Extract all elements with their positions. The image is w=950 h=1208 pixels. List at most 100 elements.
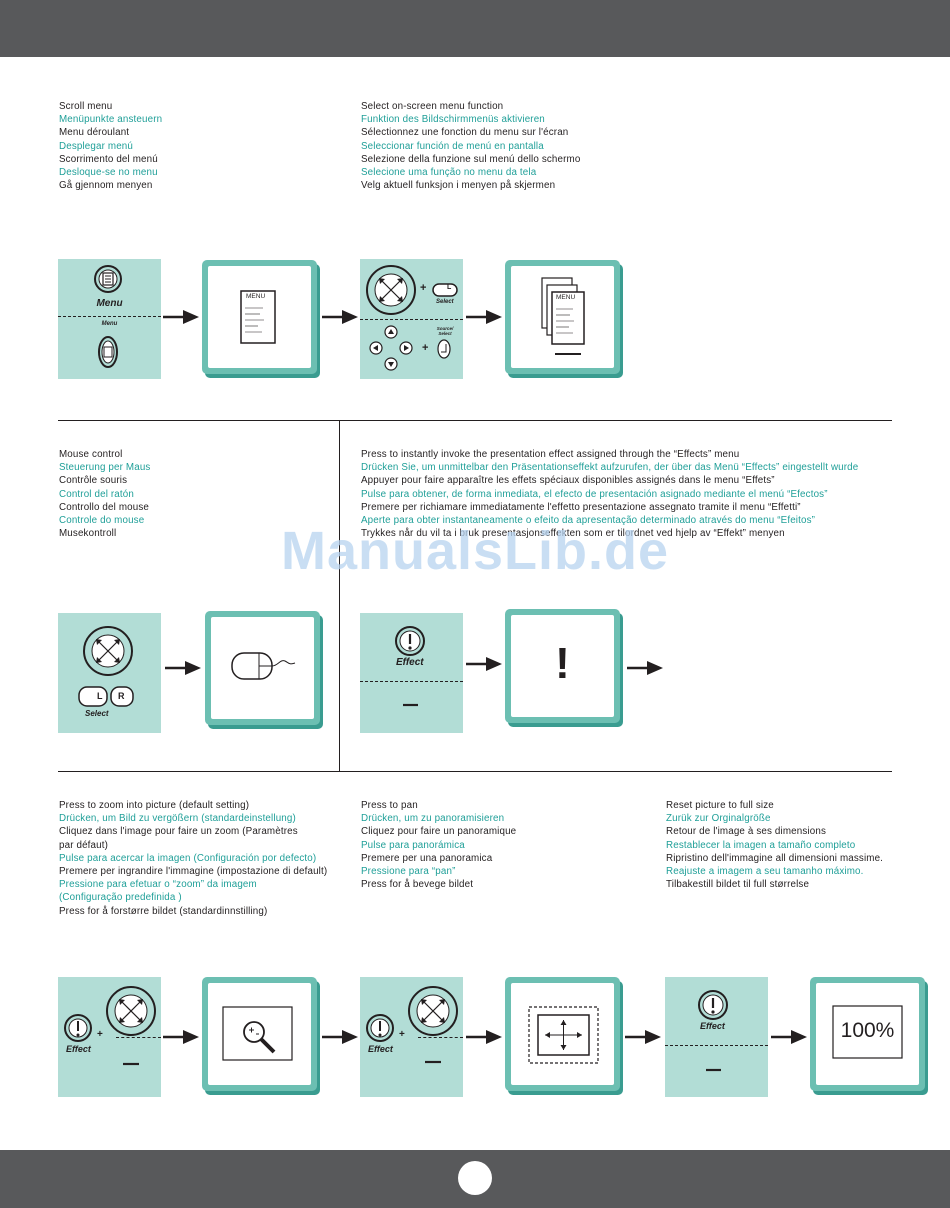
text-line: Controllo del mouse (59, 501, 149, 513)
menu-button-icon (94, 265, 122, 368)
effect-joystick-icon (64, 986, 156, 1066)
text-line: Trykkes når du vil ta i bruk presentasjo… (361, 528, 785, 540)
text-line: Premere per una panoramica (361, 852, 493, 864)
text-line: Sélectionnez une fonction du menu sur l'… (361, 127, 569, 139)
zoom-text: Press to zoom into picture (default sett… (59, 799, 327, 918)
text-line: Ripristino dell'immagine all dimensioni … (666, 852, 884, 864)
plus-sign: + (399, 1029, 405, 1040)
page-number-badge (458, 1161, 492, 1195)
text-line: Drücken Sie, um unmittelbar den Präsenta… (361, 462, 859, 474)
arrow-icon (627, 661, 663, 675)
text-line: Drücken, um zu panoramisieren (361, 813, 505, 825)
mouse-panel: L R Select (58, 613, 161, 733)
text-line: Selezione della funzione sul menú dello … (361, 153, 581, 165)
zoom-percent: 100% (840, 1019, 895, 1042)
text-line: Tilbakestill bildet til full størrelse (666, 879, 810, 891)
reset-panel: Effect (665, 977, 768, 1097)
screen-menu-stack: MENU (505, 260, 620, 374)
text-line: Scroll menu (59, 101, 113, 112)
text-line: Pulse para panorámica (361, 839, 465, 851)
arrow-icon (165, 661, 201, 675)
text-line: Desplegar menú (59, 140, 133, 152)
text-line: Pressione para efetuar o “zoom” da image… (59, 879, 257, 891)
text-line: Restablecer la imagen a tamaño completo (666, 839, 856, 851)
text-line: Reajuste a imagem a seu tamanho máximo. (666, 866, 864, 878)
top-bar (0, 0, 950, 57)
text-line: Menüpunkte ansteuern (59, 114, 163, 126)
text-line: Desloque-se no menu (59, 167, 158, 179)
arrow-icon (466, 310, 502, 324)
arrow-icon (163, 310, 199, 324)
screen-pan (505, 977, 620, 1091)
select-label: Select (85, 709, 109, 718)
text-line: Musekontroll (59, 528, 117, 540)
text-line: Seleccionar función de menú en pantalla (361, 140, 544, 152)
screen-menu: MENU (202, 260, 317, 374)
arrow-icon (771, 1030, 807, 1044)
text-line: Menu déroulant (59, 127, 130, 139)
effect-label: Effect (368, 1044, 393, 1054)
text-line: Zurük zur Orginalgröße (666, 813, 771, 825)
plus-sign: + (422, 342, 429, 354)
effect-label: Effect (700, 1021, 725, 1031)
divider-dash (116, 1037, 161, 1038)
text-line: Contrôle souris (59, 475, 128, 487)
r-button-label: R (118, 691, 125, 701)
text-line: Drücken, um Bild zu vergößern (standarde… (59, 813, 296, 825)
pan-text: Press to pan Drücken, um zu panoramisier… (361, 799, 516, 891)
text-line: Press to zoom into picture (default sett… (59, 800, 250, 811)
text-line: Appuyer pour faire apparaître les effets… (361, 475, 775, 487)
effect-label: Effect (66, 1044, 91, 1054)
effect-label: Effect (396, 657, 424, 668)
mouse-joystick-icon (78, 626, 134, 707)
text-line: Control del ratón (59, 488, 134, 500)
menu-button-panel: Menu Menu (58, 259, 161, 379)
column-divider (339, 420, 340, 771)
arrow-icon (322, 310, 358, 324)
effect-button-icon (698, 990, 728, 1072)
l-button-label: L (97, 691, 103, 701)
text-line: Scorrimento del menú (59, 153, 158, 165)
text-line: Controle do mouse (59, 515, 145, 527)
text-line: Press to pan (361, 800, 418, 811)
source-select-label: Source/ Select (436, 326, 454, 336)
arrow-icon (163, 1030, 199, 1044)
section-divider (58, 420, 892, 421)
text-line: Premere per richiamare immediatamente l'… (361, 501, 801, 513)
menu-label: Menu (96, 298, 123, 309)
effect-text: Press to instantly invoke the presentati… (361, 448, 858, 540)
screen-effect: ! (505, 609, 620, 723)
menu-document-icon (240, 290, 276, 344)
effect-joystick-icon (366, 986, 458, 1064)
menu-screen-title: MENU (556, 294, 576, 301)
text-line: Reset picture to full size (666, 800, 774, 811)
menu-label-small: Menu (101, 321, 118, 327)
text-line: Selecione uma função no menu da tela (361, 167, 537, 179)
select-label: Select (436, 299, 454, 305)
text-line: Funktion des Bildschirmmenüs aktivieren (361, 114, 545, 126)
divider-dash (360, 681, 463, 682)
text-line: Cliquez pour faire un panoramique (361, 826, 517, 838)
reset-text: Reset picture to full size Zurük zur Org… (666, 799, 883, 891)
screen-full-size: 100% (810, 977, 925, 1091)
text-line: Pulse para acercar la imagen (Configurac… (59, 852, 317, 864)
divider-dash (418, 1037, 463, 1038)
text-line: Press for å bevege bildet (361, 879, 474, 891)
plus-sign: + (97, 1029, 103, 1040)
text-line: Aperte para obter instantaneamente o efe… (361, 515, 816, 527)
effect-button-icon (395, 626, 425, 707)
text-line: Gå gjennom menyen (59, 180, 153, 192)
text-line: Cliquez dans l'image pour faire un zoom … (59, 826, 298, 838)
pan-icon (528, 1006, 599, 1064)
text-line: Pulse para obtener, de forma inmediata, … (361, 488, 828, 500)
screen-zoom (202, 977, 317, 1091)
mouse-control-text: Mouse control Steuerung per Maus Contrôl… (59, 448, 150, 540)
scroll-menu-text: Scroll menu Menüpunkte ansteuern Menu dé… (59, 100, 162, 192)
text-line: Premere per ingrandire l'immagine (impos… (59, 866, 328, 878)
text-line: Retour de l'image à ses dimensions (666, 826, 826, 838)
text-line: Pressione para “pan” (361, 866, 456, 878)
arrow-icon (466, 657, 502, 671)
divider-dash (58, 316, 161, 317)
text-line: Steuerung per Maus (59, 462, 151, 474)
arrow-icon (322, 1030, 358, 1044)
